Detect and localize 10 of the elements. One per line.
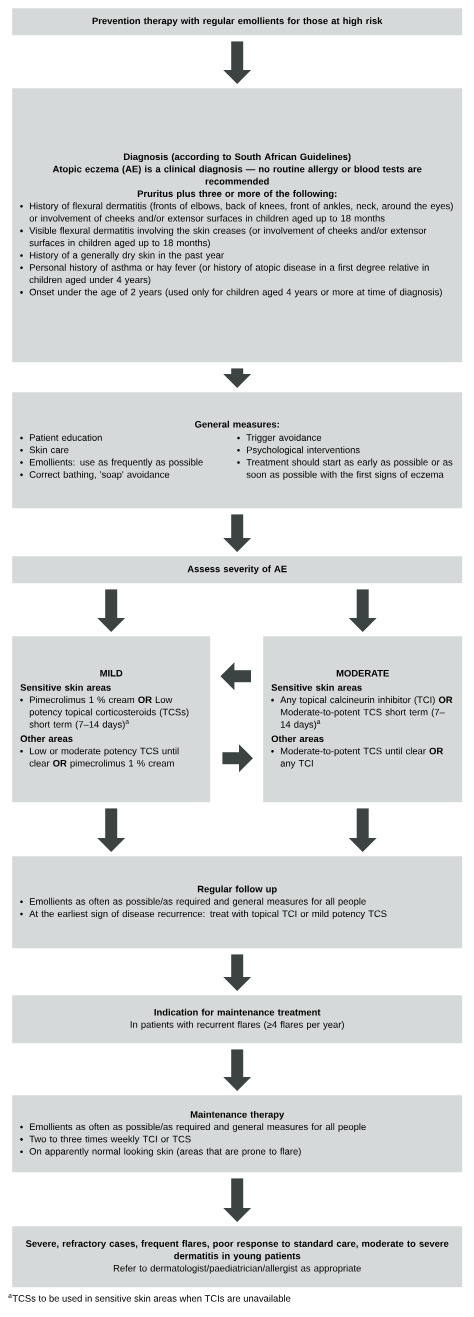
process-box: Maintenance therapy Emollients as often as possible/as required and general measures for all people Two to three times weekly TCI or TCS On apparently normal looking skin (areas that are prone to flare) [12,1095,463,1173]
process-box: MODERATE Sensitive skin areas Any topical calcineurin inhibitor (TCI) OR Moderate-to-potent TCS short term (7–14 days)$^{a}$ Other areas Moderate-to-potent TCS until clear OR any TCI [263,636,463,803]
process-box: Prevention therapy with regular emollients for those at high risk [12,8,463,36]
process-box: Diagnosis (according to South African Guidelines) Atopic eczema (AE) is a clinical diagnosis — no routine allergy or blood tests are recommended Pruritus plus three or more of the following: History of flexural dermatitis (fronts of elbows, back of knees, front of ankles, neck, around the eyes) or involvement of cheeks and/or extensor surfaces in children aged up to 18 months Visible flexural dermatitis involving the skin creases (or involvement of cheeks and/or extensor surfaces in children aged up to 18 months) History of a generally dry skin in the past year Personal history of asthma or hay fever (or history of atopic disease in a first degree relative in children aged under 4 years) Onset under the age of 2 years (used only for children aged 4 years or more at time of diagnosis) [12,88,463,363]
process-box: Indication for maintenance treatment In patients with recurrent flares (≥4 flares per year) [12,995,463,1044]
process-box: Assess severity of AE [12,556,463,584]
process-box: MILD Sensitive skin areas Pimecrolimus 1 % cream OR Low potency topical corticosteroids (TCSs) short term (7–14 days)$^{a}$ Other areas Low or moderate potency TCS until clear OR pimecrolimus 1 % cream [12,636,211,803]
process-box: General measures: Patient education Skin care Emollients: use as frequently as possible Correct bathing, 'soap' avoidance Trigger avoidance Psychological interventions Treatment should start as early as possible or as soon as possible with the first signs of eczema [12,392,463,509]
process-box: Regular follow up Emollients as often as possible/as required and general measures for all people At the earliest sign of disease recurrence: treat with topical TCI or mild potency TCS [12,856,463,949]
process-box: Severe, refractory cases, frequent flares, poor response to standard care, moderate to severe dermatitis in young patients Refer to dermatologist/paediatrician/allergist as appropriate [12,1226,463,1288]
